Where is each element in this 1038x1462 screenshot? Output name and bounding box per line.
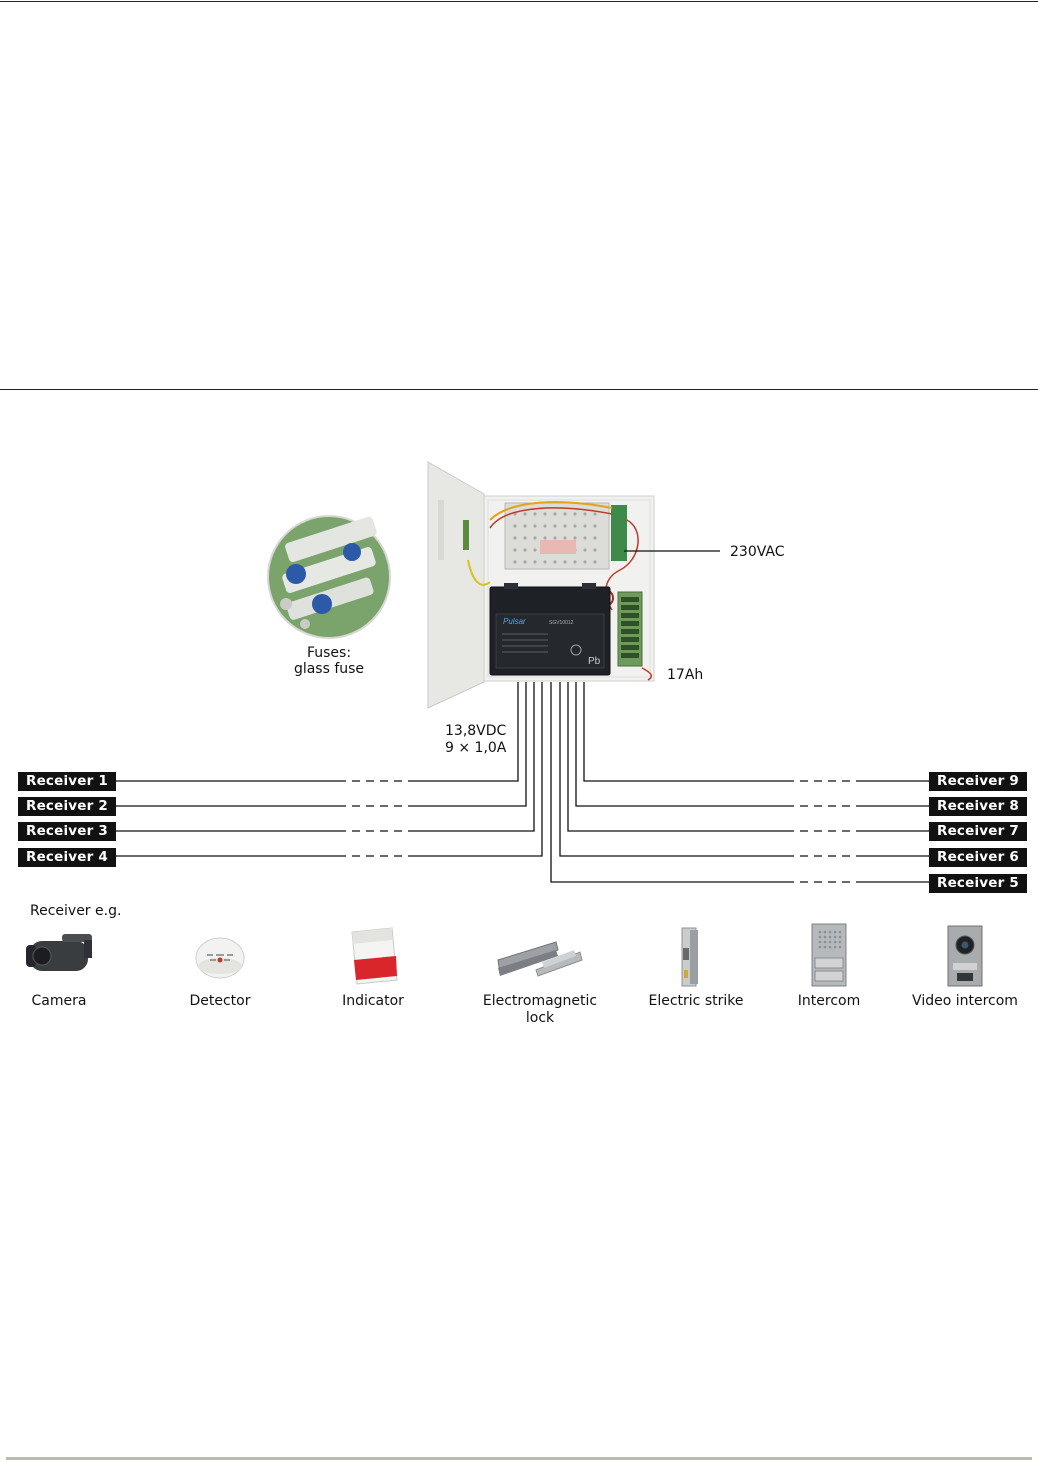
receiver-4-tag: Receiver 4 <box>18 848 116 867</box>
receiver-1-tag: Receiver 1 <box>18 772 116 791</box>
wire-receiver-5 <box>550 682 786 883</box>
output-voltage-label: 13,8VDC <box>445 723 507 739</box>
indicator-label: Indicator <box>342 993 404 1009</box>
psu-enclosure: Pulsar SGV10012 Pb <box>427 461 655 709</box>
receiver-9-tag: Receiver 9 <box>929 772 1027 791</box>
electromagnetic-lock-label-line2: lock <box>525 1010 555 1026</box>
detector-label: Detector <box>189 993 251 1009</box>
receiver-5-tag: Receiver 5 <box>929 874 1027 893</box>
wire-receiver-4 <box>410 682 543 857</box>
wire-receiver-8 <box>575 682 786 807</box>
receiver-examples-heading: Receiver e.g. <box>30 903 122 919</box>
top-rule <box>0 1 1038 2</box>
detector-icon <box>195 937 245 979</box>
section-divider <box>0 389 1038 390</box>
battery-pb-text: Pb <box>588 656 601 667</box>
receiver-8-tag: Receiver 8 <box>929 797 1027 816</box>
video-intercom-icon <box>947 925 983 987</box>
mains-voltage-label: 230VAC <box>730 544 785 560</box>
wire-receiver-3 <box>410 682 535 832</box>
output-current-label: 9 × 1,0A <box>445 740 507 756</box>
video-intercom-label: Video intercom <box>912 993 1018 1009</box>
camera-label: Camera <box>31 993 87 1009</box>
electric-strike-icon <box>681 927 698 987</box>
electromagnetic-lock-icon <box>497 941 583 977</box>
intercom-label: Intercom <box>797 993 861 1009</box>
fuse-magnifier <box>267 515 391 639</box>
intercom-icon <box>811 923 847 987</box>
battery-brand-text: Pulsar <box>503 617 526 626</box>
battery-model-text: SGV10012 <box>549 620 574 626</box>
electric-strike-label: Electric strike <box>648 993 744 1009</box>
receiver-2-tag: Receiver 2 <box>18 797 116 816</box>
wire-receiver-2 <box>410 682 527 807</box>
receiver-6-tag: Receiver 6 <box>929 848 1027 867</box>
wire-receiver-7 <box>567 682 786 832</box>
fuses-type-label: glass fuse <box>293 661 365 677</box>
indicator-icon <box>351 927 398 985</box>
wire-receiver-9 <box>583 682 786 782</box>
wire-receiver-1 <box>410 682 519 782</box>
wire-receiver-6 <box>559 682 786 857</box>
bottom-rule <box>6 1457 1032 1460</box>
battery-capacity-label: 17Ah <box>667 667 704 683</box>
electromagnetic-lock-label: Electromagnetic <box>482 993 598 1009</box>
receiver-7-tag: Receiver 7 <box>929 822 1027 841</box>
receiver-3-tag: Receiver 3 <box>18 822 116 841</box>
receiver-wires <box>116 682 930 883</box>
camera-icon <box>26 934 92 971</box>
fuses-label: Fuses: <box>306 645 352 661</box>
